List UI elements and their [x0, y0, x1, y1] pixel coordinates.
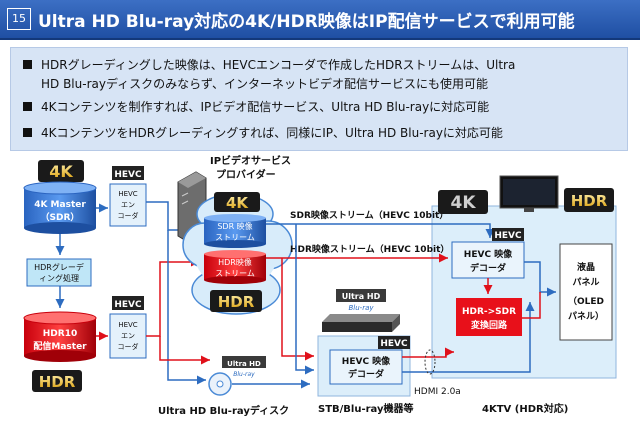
- svg-text:HEVC: HEVC: [118, 190, 137, 198]
- svg-text:Blu-ray: Blu-ray: [233, 371, 255, 378]
- svg-text:HEVC 映像: HEVC 映像: [342, 355, 391, 367]
- svg-text:HEVC: HEVC: [118, 321, 137, 329]
- svg-text:ストリーム: ストリーム: [215, 233, 255, 242]
- svg-text:変換回路: 変換回路: [471, 319, 508, 331]
- svg-text:デコーダ: デコーダ: [348, 368, 384, 380]
- bullet-text: HDRグレーディングした映像は、HEVCエンコーダで作成したHDRストリームは、…: [41, 58, 516, 72]
- svg-text:HEVC: HEVC: [380, 339, 408, 349]
- svg-text:HDR10: HDR10: [43, 329, 77, 339]
- hdr-grading-box: HDRグレーデ ィング処理: [26, 258, 92, 287]
- svg-text:HEVC 映像: HEVC 映像: [464, 248, 513, 260]
- hevc-badge-tv: HEVC: [492, 228, 524, 241]
- tv-hevc-decoder: HEVC 映像 デコーダ: [451, 241, 525, 279]
- bullet-panel: HDRグレーディングした映像は、HEVCエンコーダで作成したHDRストリームは、…: [10, 47, 628, 151]
- svg-text:コーダ: コーダ: [118, 211, 139, 220]
- ip-provider-label-2: プロバイダー: [216, 168, 276, 181]
- svg-text:HEVC: HEVC: [114, 300, 142, 310]
- 4k-badge-tv: 4K: [438, 190, 488, 214]
- hdr-badge-tv: HDR: [564, 188, 614, 212]
- svg-text:コーダ: コーダ: [118, 342, 139, 351]
- svg-text:（OLED: （OLED: [568, 296, 604, 307]
- 4k-master-cylinder: 4K Master （SDR）: [23, 181, 97, 234]
- bullet-text-cont: HD Blu-rayディスクのみならず、インターネットビデオ配信サービスにも使用…: [41, 77, 489, 91]
- bullet-square-icon: [23, 60, 32, 69]
- svg-text:デコーダ: デコーダ: [470, 262, 506, 274]
- bullet-text: 4KコンテンツをHDRグレーディングすれば、同様にIP、Ultra HD Blu…: [41, 126, 503, 140]
- slide-title: Ultra HD Blu-ray対応の4K/HDR映像はIP配信サービスで利用可…: [38, 12, 575, 32]
- lcd-oled-panel: 液晶 パネル （OLED パネル）: [559, 243, 613, 341]
- stb-label: STB/Blu-ray機器等: [318, 402, 414, 415]
- hdmi-label: HDMI 2.0a: [414, 387, 461, 397]
- svg-text:4K: 4K: [49, 162, 73, 181]
- svg-text:Ultra HD: Ultra HD: [342, 292, 381, 301]
- bullet-square-icon: [23, 128, 32, 137]
- svg-text:HDR: HDR: [39, 373, 76, 391]
- svg-text:液晶: 液晶: [577, 261, 595, 273]
- hevc-badge-stb: HEVC: [378, 336, 410, 349]
- svg-text:HDR: HDR: [571, 192, 608, 210]
- 4k-badge: 4K: [214, 192, 260, 212]
- svg-text:配信Master: 配信Master: [33, 340, 87, 352]
- svg-text:HEVC: HEVC: [114, 170, 142, 180]
- title-bar: 15 Ultra HD Blu-ray対応の4K/HDR映像はIP配信サービスで…: [0, 0, 640, 40]
- svg-text:HDR映像: HDR映像: [218, 257, 252, 267]
- stb-hevc-decoder: HEVC 映像 デコーダ: [329, 349, 403, 385]
- hdr-badge: HDR: [210, 290, 262, 312]
- hdr-stream-label: HDR映像ストリーム（HEVC 10bit）: [290, 243, 449, 255]
- svg-text:Blu-ray: Blu-ray: [348, 304, 374, 312]
- hevc-encoder-top: HEVC HEVC エン コーダ: [109, 166, 147, 227]
- bullet-square-icon: [23, 102, 32, 111]
- ip-provider-label: IPビデオサービス: [210, 154, 291, 167]
- hdr-badge: HDR: [32, 370, 82, 392]
- svg-text:4K: 4K: [450, 193, 476, 213]
- uhd-bluray-logo-disc: Ultra HD Blu-ray: [222, 356, 266, 378]
- svg-text:HDR->SDR: HDR->SDR: [462, 307, 516, 317]
- page-number: 15: [7, 8, 31, 30]
- svg-text:HDRグレーデ: HDRグレーデ: [34, 262, 84, 272]
- hdmi-connector-icon: [424, 349, 436, 375]
- sdr-stream-label: SDR映像ストリーム（HEVC 10bit）: [290, 209, 448, 221]
- svg-text:パネル: パネル: [572, 276, 599, 288]
- svg-text:ィング処理: ィング処理: [39, 273, 79, 283]
- bullet-text: 4Kコンテンツを制作すれば、IPビデオ配信サービス、Ultra HD Blu-r…: [41, 100, 490, 114]
- svg-text:ストリーム: ストリーム: [215, 269, 255, 278]
- disc-label: Ultra HD Blu-rayディスク: [158, 404, 289, 417]
- hevc-encoder-bottom: HEVC HEVC エン コーダ: [109, 296, 147, 359]
- svg-text:エン: エン: [121, 201, 135, 209]
- svg-text:4K Master: 4K Master: [34, 200, 86, 210]
- svg-text:HEVC: HEVC: [494, 231, 522, 241]
- disc-icon: [208, 372, 232, 396]
- svg-text:エン: エン: [121, 332, 135, 340]
- tv-label: 4KTV (HDR対応): [482, 402, 568, 415]
- svg-text:（SDR）: （SDR）: [41, 212, 80, 223]
- sdr-stream-cylinder: SDR 映像 ストリーム: [204, 214, 266, 248]
- svg-text:HDR: HDR: [218, 293, 255, 311]
- uhd-bluray-logo-stb: Ultra HD Blu-ray: [336, 289, 386, 312]
- svg-text:Ultra HD: Ultra HD: [227, 360, 261, 368]
- svg-text:SDR 映像: SDR 映像: [217, 221, 252, 231]
- svg-text:パネル）: パネル）: [568, 310, 604, 322]
- hdr-to-sdr-converter: HDR->SDR 変換回路: [456, 298, 522, 336]
- bluray-player-icon: [322, 314, 400, 332]
- hdr10-master-cylinder: HDR10 配信Master: [23, 311, 97, 362]
- hdr-stream-cylinder: HDR映像 ストリーム: [204, 250, 266, 284]
- svg-text:4K: 4K: [226, 194, 249, 212]
- 4k-badge: 4K: [38, 160, 84, 182]
- tv-icon: [499, 175, 559, 212]
